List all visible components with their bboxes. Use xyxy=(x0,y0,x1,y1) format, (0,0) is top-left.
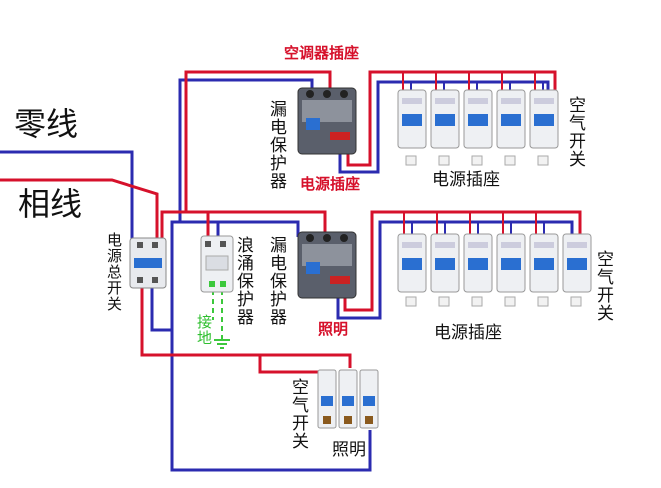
lower-sockets-label: 电源插座 xyxy=(434,323,502,343)
lower-live-out-wire xyxy=(343,210,582,312)
power-socket-red-label: 电源插座 xyxy=(300,175,361,193)
lighting-red-label: 照明 xyxy=(318,320,349,338)
upper-socket-row xyxy=(405,155,549,166)
lower-neutral-out-wire xyxy=(336,220,574,320)
surge-protector-label: 浪涌保护器 xyxy=(233,236,253,326)
lower-breaker-row xyxy=(397,233,592,293)
upper-breaker-row xyxy=(397,89,559,149)
live-label: 相线 xyxy=(18,185,83,223)
lighting-bottom-label: 照明 xyxy=(332,440,366,460)
upper-sockets-label: 电源插座 xyxy=(432,170,500,190)
surge-protector xyxy=(200,235,234,293)
lower-leakage-protector xyxy=(297,231,357,299)
upper-neutral-out-wire xyxy=(338,80,550,174)
upper-neutral-drops xyxy=(410,82,544,92)
ground-label: 接地 xyxy=(195,314,213,346)
air-switch-lower-label: 空气开关 xyxy=(593,250,613,322)
main-switch xyxy=(129,237,167,289)
upper-live-out-wire xyxy=(346,70,557,167)
lower-live-drops xyxy=(403,212,537,235)
live-bus-wire xyxy=(140,285,352,368)
upper-leakage-protector xyxy=(297,87,357,155)
ac-socket-label: 空调器插座 xyxy=(284,44,360,62)
main-switch-label: 电源总开关 xyxy=(105,232,123,312)
live-lighting-wire xyxy=(258,355,324,378)
upper-live-drops xyxy=(402,72,536,92)
neutral-label: 零线 xyxy=(14,105,79,143)
ground-symbol-icon xyxy=(214,339,230,349)
lower-leakage-label: 漏电保护器 xyxy=(266,236,286,326)
air-switch-lighting-label: 空气开关 xyxy=(288,378,308,450)
live-branch-upper-wire xyxy=(184,70,332,212)
lighting-breaker-row xyxy=(317,369,379,429)
air-switch-upper-label: 空气开关 xyxy=(565,96,585,168)
ground-wire xyxy=(212,290,223,340)
lower-neutral-drops xyxy=(411,222,545,235)
neutral-branch-wire xyxy=(170,220,300,330)
lower-socket-row xyxy=(405,296,582,307)
upper-leakage-label: 漏电保护器 xyxy=(266,100,286,190)
neutral-bus-wire xyxy=(150,285,372,472)
neutral-branch-upper-wire xyxy=(178,78,314,222)
neutral-incoming-wire xyxy=(0,150,134,243)
live-incoming-wire xyxy=(0,178,159,243)
live-branch-wire xyxy=(160,210,327,240)
